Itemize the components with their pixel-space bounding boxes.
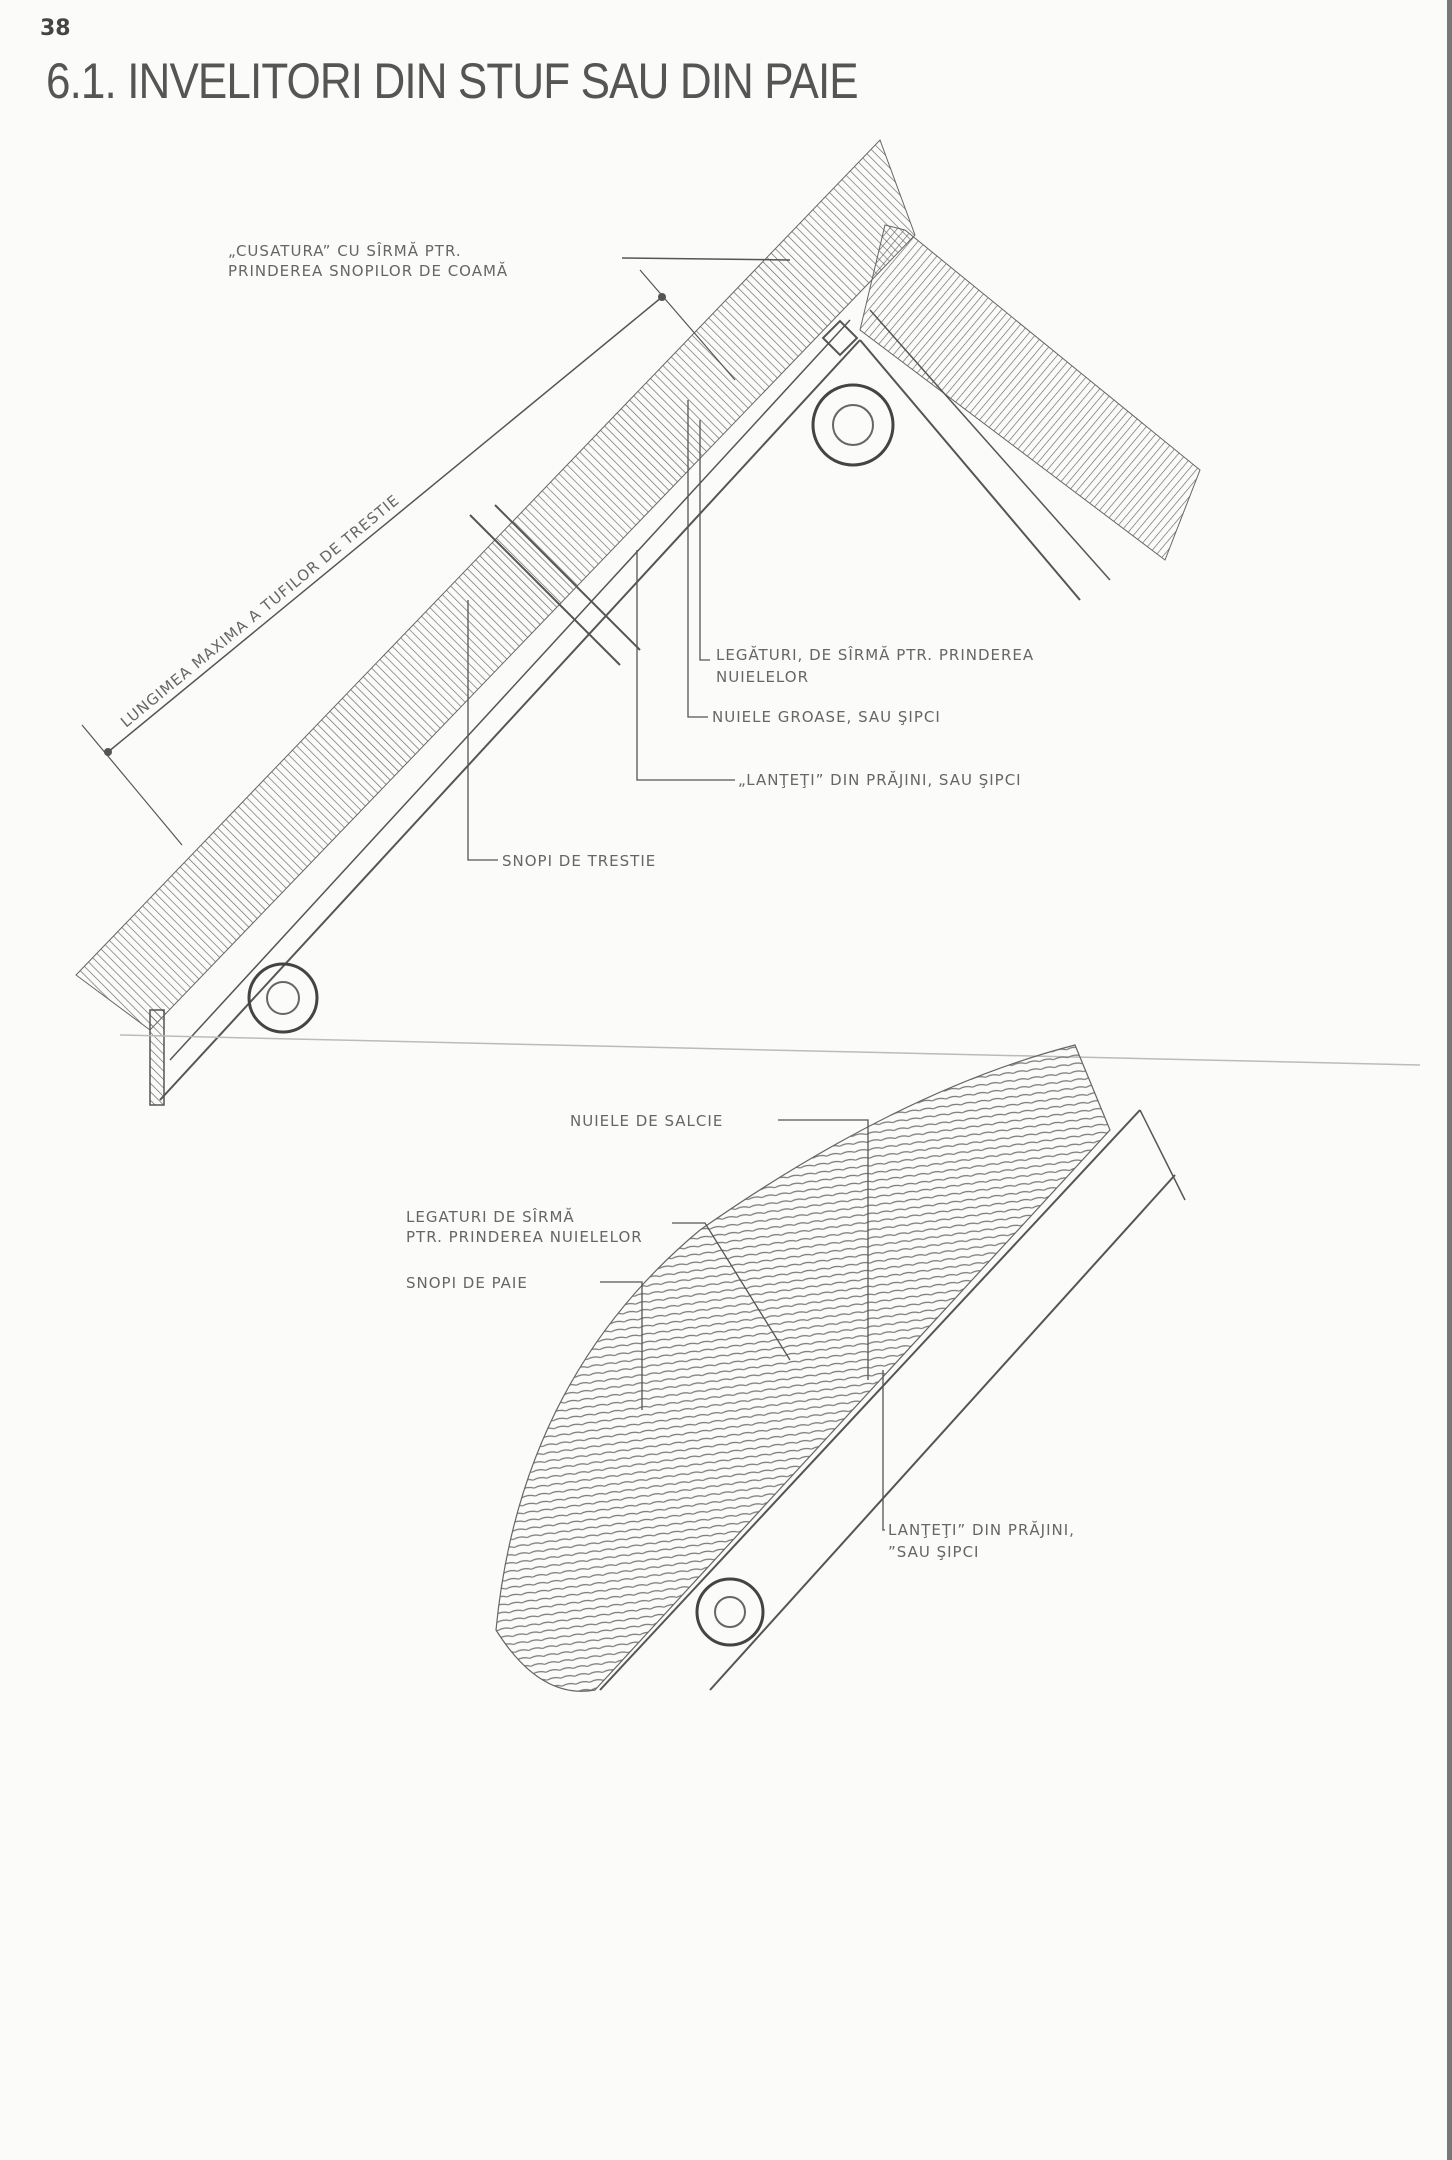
rafter-lower <box>599 1109 1141 1691</box>
rafter-left-inner <box>169 319 851 1061</box>
leader-nuiele-groase <box>687 400 708 718</box>
label-legaturi-lower: PTR. PRINDEREA NUIELELOR <box>406 1228 643 1246</box>
leader-lanteti <box>636 550 735 781</box>
label-cusatura: „CUSATURA” CU SÎRMĂ PTR. <box>228 241 462 260</box>
rafter-lower-end <box>1139 1109 1186 1201</box>
leader-legaturi <box>699 420 710 661</box>
label-cusatura: PRINDEREA SNOPILOR DE COAMĂ <box>228 261 508 280</box>
rafter-lower-outer <box>709 1174 1176 1691</box>
leader-snopi-paie <box>600 1281 643 1410</box>
rafter-left <box>159 339 861 1101</box>
eaves-purlin <box>247 962 319 1034</box>
label-nuiele-salcie: NUIELE DE SALCIE <box>570 1112 723 1130</box>
fold-crease <box>119 1034 1421 1066</box>
label-legaturi: NUIELELOR <box>716 668 809 686</box>
label-snopi-trestie: SNOPI DE TRESTIE <box>502 852 656 870</box>
ridge-purlin <box>811 383 895 467</box>
dimension-dot <box>658 293 666 301</box>
section-cut-line <box>469 514 621 666</box>
eaves-purlin-ring <box>266 981 300 1015</box>
leader-legaturi-lower <box>672 1222 791 1361</box>
rafter-right-inner <box>869 309 1111 581</box>
dimension-extension <box>639 269 736 381</box>
page-title: 6.1. INVELITORI DIN STUF SAU DIN PAIE <box>46 53 859 109</box>
dimension-extension <box>81 724 183 846</box>
leader-nuiele-salcie <box>778 1119 869 1380</box>
label-snopi-paie: SNOPI DE PAIE <box>406 1274 528 1292</box>
section-cut-line-2 <box>494 504 641 651</box>
leader-lanteti-lower <box>882 1370 885 1531</box>
upper-reed-roof-section: LUNGIMEA MAXIMA A TUFILOR DE TRESTIE „CU… <box>75 139 1201 1106</box>
eaves-purlin-lower <box>695 1577 765 1647</box>
label-lanteti-lower: LANŢEŢI” DIN PRĂJINI, <box>888 1520 1075 1539</box>
label-lanteti-lower: ”SAU ŞIPCI <box>888 1543 979 1561</box>
leader-snopi-trestie <box>467 600 498 861</box>
ridge-batten <box>821 319 859 357</box>
ridge-purlin-ring <box>832 404 874 446</box>
rafter-right <box>859 339 1081 601</box>
eaves-post <box>149 1009 165 1106</box>
leader-cusatura <box>621 257 791 261</box>
label-legaturi: LEGĂTURI, DE SÎRMĂ PTR. PRINDEREA <box>716 645 1034 664</box>
label-lanteti: „LANŢEŢI” DIN PRĂJINI, SAU ŞIPCI <box>738 770 1022 789</box>
reed-thatch-right-slope <box>859 224 1201 561</box>
label-legaturi-lower: LEGATURI DE SÎRMĂ <box>406 1207 575 1226</box>
lower-straw-roof-section: NUIELE DE SALCIE LEGATURI DE SÎRMĂ PTR. … <box>406 1044 1186 1692</box>
page-number: 38 <box>40 16 71 41</box>
reed-thatch-left-slope <box>75 139 916 1031</box>
page-edge-shadow <box>1447 0 1452 2160</box>
dimension-line <box>107 296 663 753</box>
eaves-purlin-lower-ring <box>714 1596 746 1628</box>
label-nuiele-groase: NUIELE GROASE, SAU ŞIPCI <box>712 708 941 726</box>
straw-thatch <box>495 1044 1111 1692</box>
